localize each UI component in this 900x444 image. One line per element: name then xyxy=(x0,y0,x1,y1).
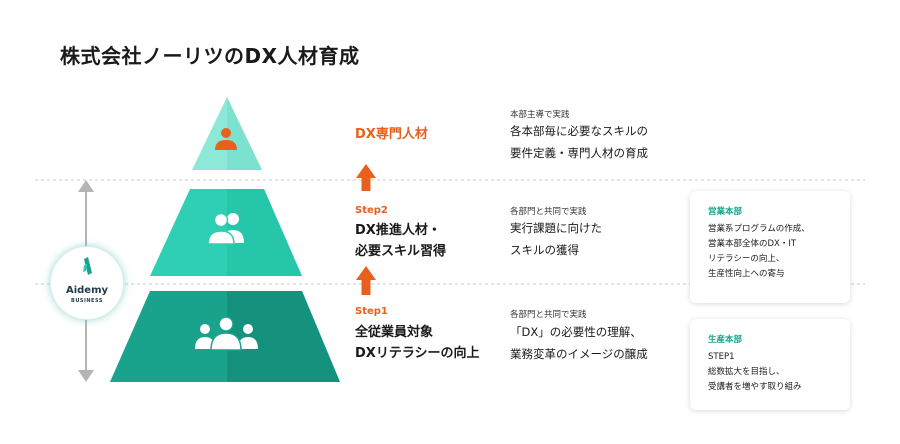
arrow-up-icon-lower xyxy=(356,266,376,295)
production-division-card: 生産本部 STEP1 総数拡大を目指し、 受講者を増やす取り組み xyxy=(690,319,850,410)
group-icon xyxy=(195,316,258,351)
scale-arrow-up xyxy=(78,180,94,192)
production-card-line: 総数拡大を目指し、 xyxy=(708,367,785,377)
two-people-icon xyxy=(207,212,244,245)
sales-card-heading: 営業本部 xyxy=(708,207,743,217)
page-title: 株式会社ノーリツのDX人材育成 xyxy=(60,44,360,68)
arrow-up-icon-upper xyxy=(356,164,376,191)
tier-top-shade xyxy=(227,97,262,170)
tier-top-line-2: 要件定義・専門人材の育成 xyxy=(510,146,648,160)
tier-top-caption: 本部主導で実践 xyxy=(510,110,570,120)
tier-bottom-line-2: 業務変革のイメージの醸成 xyxy=(510,347,648,361)
production-card-line: STEP1 xyxy=(708,352,735,362)
step1-label: Step1 xyxy=(355,306,388,317)
production-card-line: 受講者を増やす取り組み xyxy=(708,382,802,392)
sales-division-card: 営業本部 営業系プログラムの作成、 営業本部全体のDX・IT リテラシーの向上、… xyxy=(690,191,850,303)
tier-top-title: DX専門人材 xyxy=(355,127,428,142)
tier-middle-line-2: スキルの獲得 xyxy=(510,243,579,257)
sales-card-line: 生産性向上への寄与 xyxy=(708,269,785,279)
aidemy-logo: Aidemy BUSINESS xyxy=(50,246,124,320)
sales-card-line: 営業系プログラムの作成、 xyxy=(708,224,810,234)
tier-bottom-title-line-2: DXリテラシーの向上 xyxy=(355,346,480,361)
logo-name: Aidemy xyxy=(65,285,109,296)
scale-arrow-down xyxy=(78,370,94,382)
tier-bottom-shade xyxy=(227,291,340,382)
tier-middle-shade xyxy=(227,189,302,276)
tier-bottom-title-line-1: 全従業員対象 xyxy=(355,325,434,340)
tier-top-description: 各本部毎に必要なスキルの 要件定義・専門人材の育成 xyxy=(510,120,648,164)
tier-bottom-caption: 各部門と共同で実践 xyxy=(510,310,587,320)
tier-middle-title-line-2: 必要スキル習得 xyxy=(355,244,447,259)
tier-bottom-title: 全従業員対象 DXリテラシーの向上 xyxy=(355,322,480,364)
aidemy-mark-icon xyxy=(83,257,92,275)
tier-middle-title-line-1: DX推進人材・ xyxy=(355,223,441,238)
tier-bottom-description: 「DX」の必要性の理解、 業務変革のイメージの醸成 xyxy=(510,321,648,365)
tier-top-line-1: 各本部毎に必要なスキルの xyxy=(510,124,648,138)
sales-card-line: リテラシーの向上、 xyxy=(708,254,785,264)
production-card-heading: 生産本部 xyxy=(708,335,743,345)
tier-middle-caption: 各部門と共同で実践 xyxy=(510,207,587,217)
tier-middle-line-1: 実行課題に向けた xyxy=(510,221,602,235)
sales-card-line: 営業本部全体のDX・IT xyxy=(708,239,797,249)
person-icon xyxy=(215,128,237,150)
tier-bottom-line-1: 「DX」の必要性の理解、 xyxy=(510,325,642,339)
step2-label: Step2 xyxy=(355,205,388,216)
logo-subtitle: BUSINESS xyxy=(71,298,103,304)
tier-middle-title: DX推進人材・ 必要スキル習得 xyxy=(355,220,446,262)
tier-middle-description: 実行課題に向けた スキルの獲得 xyxy=(510,217,602,261)
